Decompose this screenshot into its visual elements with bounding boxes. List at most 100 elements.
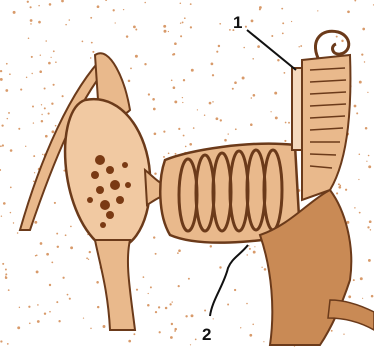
speckle-dot — [148, 93, 150, 95]
speckle-dot — [51, 261, 53, 263]
speckle-dot — [36, 270, 39, 273]
speckle-dot — [51, 57, 52, 58]
speckle-dot — [19, 307, 20, 308]
speckle-dot — [20, 89, 22, 91]
speckle-dot — [3, 202, 6, 205]
speckle-dot — [191, 314, 194, 317]
speckle-dot — [144, 63, 146, 65]
speckle-dot — [213, 318, 214, 319]
speckle-dot — [45, 40, 47, 42]
speckle-dot — [31, 73, 32, 74]
speckle-dot — [252, 58, 254, 60]
speckle-dot — [191, 69, 194, 72]
speckle-dot — [0, 70, 2, 72]
speckle-dot — [369, 220, 372, 223]
speckle-dot — [6, 63, 8, 65]
speckle-dot — [338, 183, 340, 185]
speckle-dot — [252, 324, 254, 326]
speckle-dot — [8, 112, 10, 114]
speckle-dot — [188, 278, 190, 280]
speckle-dot — [163, 156, 165, 158]
speckle-dot — [362, 298, 363, 299]
speckle-dot — [10, 187, 12, 189]
speckle-dot — [271, 35, 273, 37]
speckle-dot — [69, 298, 71, 300]
speckle-dot — [69, 19, 71, 21]
speckle-dot — [144, 2, 146, 4]
speckle-dot — [41, 120, 43, 122]
speckle-dot — [96, 281, 99, 284]
speckle-dot — [264, 268, 267, 271]
speckle-dot — [251, 97, 253, 99]
speckle-dot — [135, 29, 137, 31]
speckle-dot — [103, 325, 106, 328]
oval-chamber — [65, 99, 150, 248]
speckle-dot — [10, 149, 13, 152]
speckle-dot — [245, 26, 247, 28]
speckle-dot — [234, 289, 236, 291]
speckle-dot — [58, 320, 60, 322]
speckle-dot — [228, 133, 229, 134]
speckle-dot — [30, 19, 33, 22]
speckle-dot — [284, 140, 286, 142]
speckle-dot — [354, 0, 356, 1]
speckle-dot — [197, 109, 198, 110]
speckle-dot — [8, 289, 10, 291]
speckle-dot — [195, 339, 197, 341]
speckle-dot — [348, 295, 351, 298]
speckle-dot — [345, 189, 347, 191]
speckle-dot — [153, 108, 156, 111]
speckle-dot — [28, 306, 30, 308]
speckle-dot — [44, 87, 46, 89]
speckle-dot — [317, 10, 318, 11]
speckle-dot — [229, 29, 231, 31]
speckle-dot — [5, 273, 7, 275]
speckle-dot — [33, 155, 35, 157]
speckle-dot — [7, 343, 9, 345]
speckle-dot — [190, 3, 192, 5]
speckle-dot — [274, 92, 277, 95]
speckle-dot — [211, 63, 214, 66]
speckle-dot — [46, 253, 49, 256]
speckle-dot — [254, 246, 255, 247]
speckle-dot — [13, 222, 14, 223]
speckle-dot — [343, 334, 344, 335]
speckle-dot — [216, 51, 218, 53]
speckle-dot — [367, 226, 369, 228]
speckle-dot — [1, 124, 3, 126]
speckle-dot — [246, 303, 248, 305]
speckle-dot — [91, 42, 93, 44]
speckle-dot — [30, 23, 32, 25]
speckle-dot — [154, 132, 157, 135]
speckle-dot — [152, 98, 155, 101]
speckle-dot — [168, 152, 170, 154]
speckle-dot — [153, 236, 155, 238]
speckle-dot — [5, 89, 8, 92]
speckle-dot — [368, 155, 370, 157]
speckle-dot — [38, 21, 41, 24]
speckle-dot — [249, 248, 251, 250]
speckle-dot — [234, 81, 237, 84]
speckle-dot — [209, 102, 212, 105]
speckle-dot — [169, 303, 171, 305]
speckle-dot — [257, 45, 260, 48]
speckle-dot — [164, 30, 167, 33]
speckle-dot — [172, 301, 173, 302]
speckle-dot — [163, 25, 166, 28]
speckle-dot — [32, 106, 34, 108]
speckle-dot — [204, 115, 205, 116]
speckle-dot — [242, 77, 245, 80]
speckle-dot — [30, 6, 32, 8]
speckle-dot — [353, 279, 355, 281]
speckle-dot — [62, 277, 64, 279]
speckle-dot — [185, 146, 187, 148]
speckle-dot — [155, 311, 157, 313]
speckle-dot — [42, 154, 43, 155]
speckle-dot — [49, 3, 52, 6]
speckle-dot — [37, 304, 39, 306]
speckle-dot — [90, 57, 91, 58]
speckle-dot — [354, 105, 357, 108]
speckle-dot — [123, 9, 124, 10]
speckle-dot — [135, 55, 138, 58]
